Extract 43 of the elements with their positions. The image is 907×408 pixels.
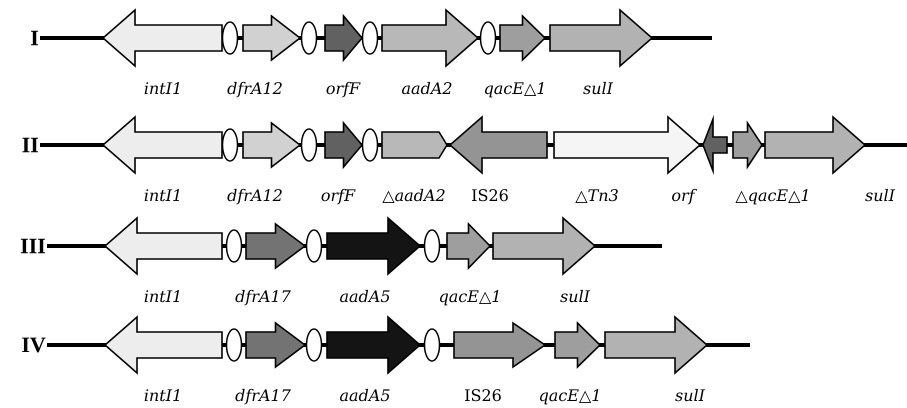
gene-label: dfrA17 — [235, 388, 291, 404]
gene-label: △Tn3 — [575, 189, 618, 203]
att-site-oval — [306, 328, 322, 362]
gene-label: qacE△1 — [540, 389, 598, 404]
row-label: I — [30, 30, 38, 46]
row-label: II — [22, 138, 38, 152]
gene-label: orfF — [322, 188, 356, 204]
gene-label: qacE△1 — [485, 82, 544, 98]
gene-label: dfrA17 — [235, 290, 291, 306]
row-label: IV — [22, 338, 46, 352]
gene-label: orf — [672, 188, 697, 204]
gene-label: △aadA2 — [382, 188, 445, 203]
gene-label: intI1 — [144, 290, 180, 302]
gene-label: sulI — [583, 82, 614, 94]
gene-label: sulI — [675, 388, 706, 402]
gene-label: aadA2 — [402, 82, 452, 94]
att-site-oval — [226, 229, 242, 263]
att-site-oval — [362, 128, 378, 162]
gene-label: orfF — [326, 82, 361, 98]
gene-label: aadA5 — [340, 388, 390, 402]
att-site-oval — [480, 21, 496, 55]
row-label: III — [20, 238, 46, 254]
att-site-oval — [222, 128, 238, 162]
gene-label: qacE△1 — [440, 290, 498, 306]
gene-label: △qacE△1 — [735, 189, 808, 204]
att-site-oval — [362, 21, 378, 55]
att-site-oval — [424, 328, 440, 362]
att-site-oval — [300, 128, 318, 162]
gene-label: intI1 — [144, 82, 180, 94]
att-site-oval — [300, 21, 318, 55]
gene-label: IS26 — [465, 389, 501, 402]
gene-label: intI1 — [144, 389, 180, 402]
att-site-oval — [424, 229, 440, 263]
gene-label: intI1 — [144, 189, 180, 202]
gene-label: dfrA12 — [227, 82, 282, 98]
att-site-oval — [222, 21, 238, 55]
gene-label: IS26 — [472, 189, 508, 202]
att-site-oval — [226, 328, 242, 362]
gene-label: sulI — [865, 188, 896, 202]
att-site-oval — [306, 229, 322, 263]
gene-label: aadA5 — [340, 290, 390, 302]
gene-label: dfrA12 — [227, 188, 282, 204]
gene-label: sulI — [560, 290, 590, 302]
